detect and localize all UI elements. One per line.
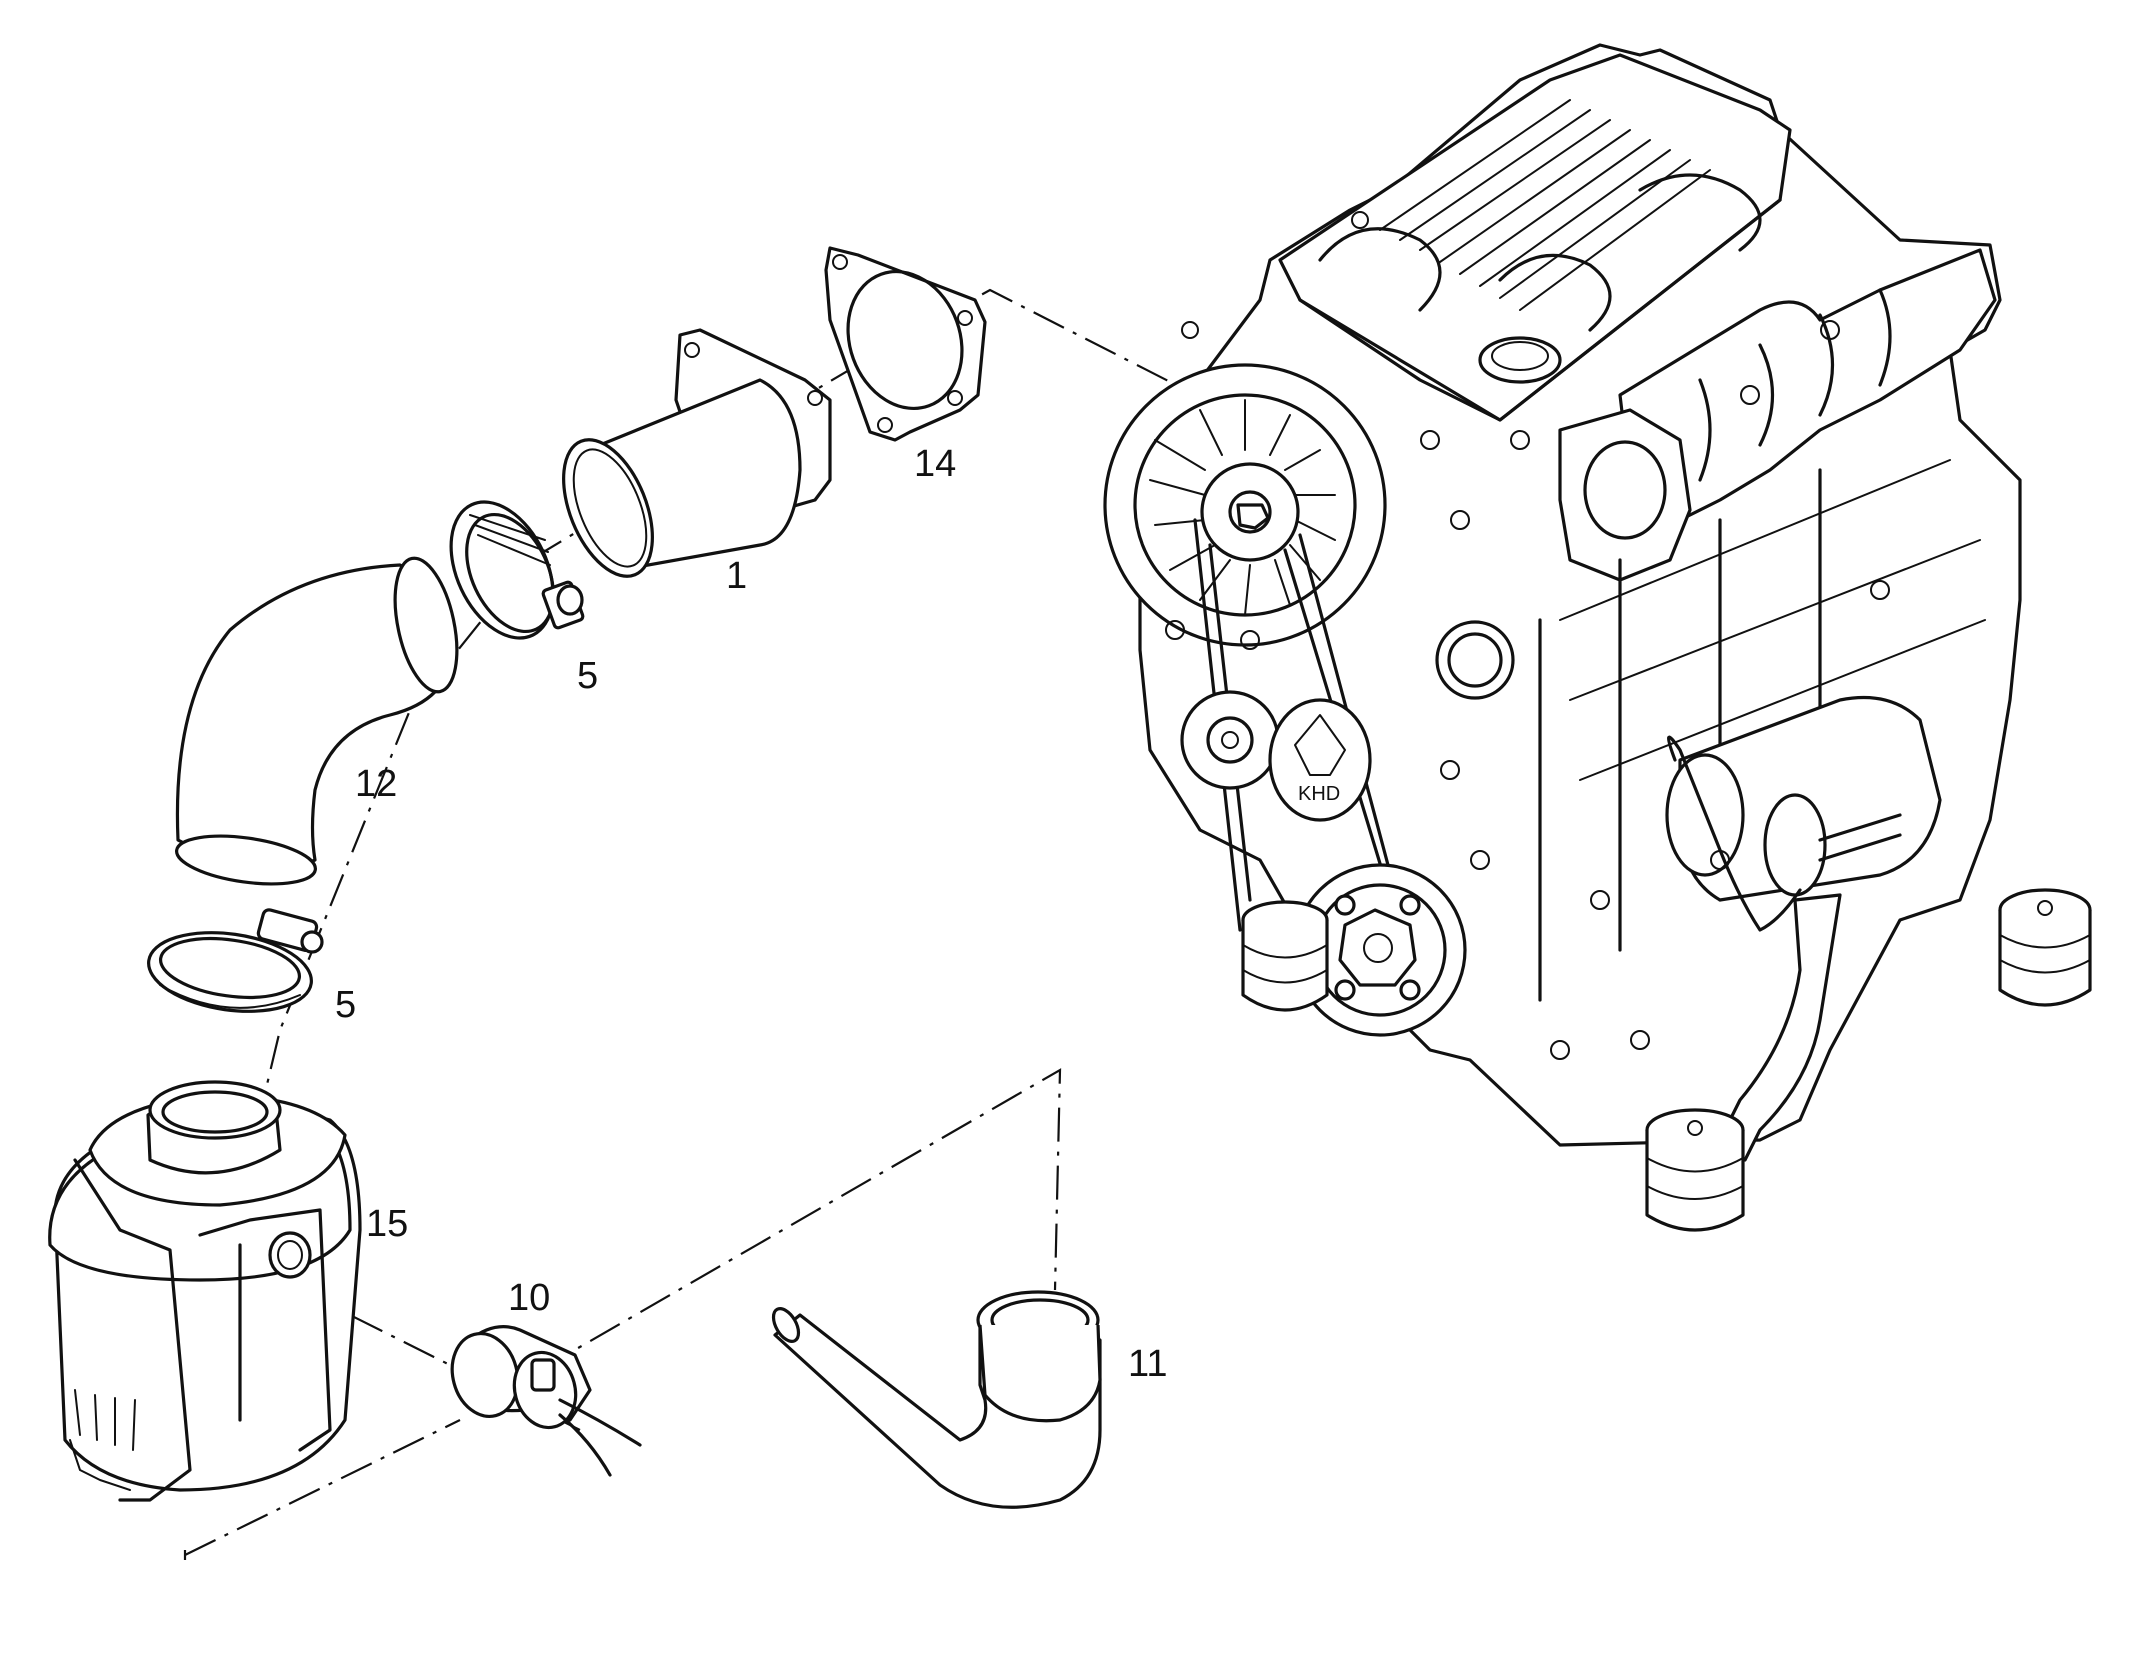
callout-10: 10 [508, 1277, 550, 1319]
engine-mount-right [1998, 888, 2092, 1007]
engine-mount-front [1645, 1108, 1745, 1232]
bent-hose-part [771, 1290, 1102, 1509]
callout-5-upper: 5 [577, 655, 598, 697]
upper-hose-clamp [449, 500, 585, 640]
callout-1: 1 [726, 555, 747, 597]
callout-15: 15 [366, 1203, 408, 1245]
callout-14: 14 [914, 443, 956, 485]
vacuum-switch-part [450, 1325, 642, 1477]
callout-5-lower: 5 [335, 984, 356, 1026]
engine-mount-left [1241, 900, 1329, 1012]
engine-assembly: KHD [1103, 43, 2092, 1232]
elbow-hose-part [175, 556, 459, 886]
flanged-pipe-part [562, 328, 832, 578]
callout-11: 11 [1128, 1343, 1167, 1385]
callout-12: 12 [355, 763, 397, 805]
engine-logo-mark: KHD [1298, 783, 1340, 805]
gasket-part [824, 246, 987, 442]
engine-bolts [1165, 211, 1890, 1060]
lower-hose-clamp [147, 908, 324, 1013]
air-filter-part [48, 1080, 362, 1502]
callout-labels: 14 1 5 12 5 15 10 11 [335, 443, 1167, 1385]
